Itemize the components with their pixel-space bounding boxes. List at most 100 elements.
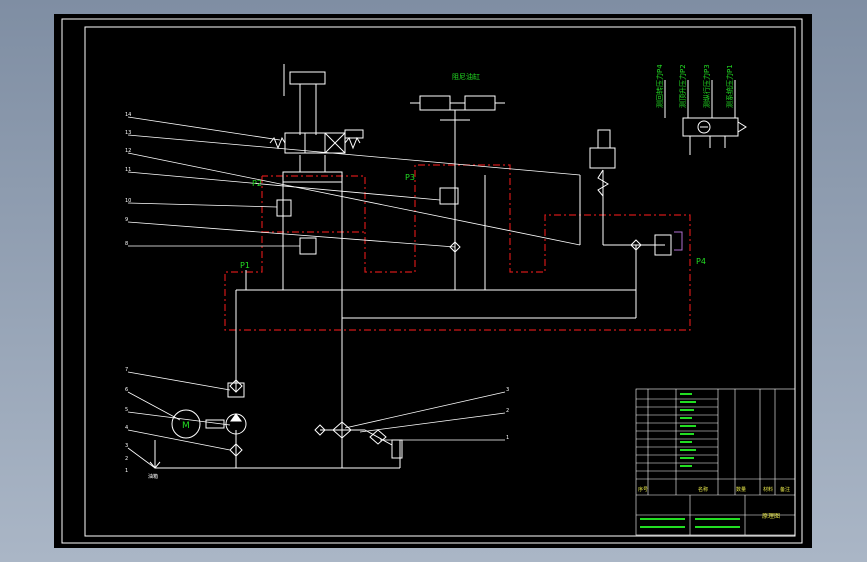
leader-lines-right [344,391,506,441]
dv-spring-left [269,136,286,150]
gauge-label-2: 测顶升压力P2 [678,64,687,108]
control-block-boundary [224,164,691,331]
callout-numbers: 14 13 12 11 10 9 8 7 6 5 4 3 2 1 3 2 1 油… [125,112,509,480]
tb-drawing-name: 原理图 [762,513,780,520]
cv-2 [630,239,642,251]
tb-mark [640,526,685,528]
tb-header-mat: 材料 [763,486,773,493]
tb-mark [640,518,685,520]
tb-header-name: 名称 [698,486,708,493]
leader-lines-left [127,116,581,469]
callout-2: 13 [125,130,131,136]
callout-6: 9 [125,217,128,223]
inner-border [84,26,796,537]
callout-5: 10 [125,198,131,204]
rv-4 [654,234,672,256]
callout-7: 8 [125,241,128,247]
label-p3: P3 [405,173,415,182]
title-block-text: 序号 名称 数量 材料 备注 原理图 [638,486,790,520]
callout-13: 2 [125,456,128,462]
label-p1: P1 [240,261,250,270]
filter-icon [229,443,243,457]
coupling [205,419,225,429]
motor-icon [171,409,201,439]
leader-2 [127,134,581,176]
leader-11 [127,429,231,451]
solenoid-valve-icon [589,129,616,197]
return-filter [332,421,352,439]
bom-mark [680,433,694,435]
callout-3: 12 [125,148,131,154]
bom-mark [680,465,692,467]
leader-4 [127,171,441,201]
leader-r1 [344,391,506,429]
bom-mark [680,457,694,459]
gauge-arrow [737,121,747,133]
callout-8: 7 [125,367,128,373]
leader-12 [127,447,156,469]
dv-arrow-2 [324,132,346,154]
callout-11: 4 [125,425,128,431]
gauge-label-4: 测系统压力P1 [725,64,734,108]
tb-mark [695,526,740,528]
cylinder-body [289,71,326,85]
check-valve-pump [229,379,243,393]
dv-cell-2 [304,132,326,154]
damper-right [464,95,496,111]
bom-mark [680,425,696,427]
sv-actuator [597,129,611,149]
return-filter-2 [369,429,387,445]
rv-4-pilot [674,231,683,251]
pressure-gauge-icon [664,80,747,155]
bom-mark [680,393,692,395]
tb-header-qty: 数量 [736,486,746,493]
title-block-frame [635,388,796,536]
leader-8 [127,371,231,391]
cylinder-icon [283,64,326,135]
callout-16: 2 [506,408,509,414]
bom-fill-marks [640,393,740,528]
sv-body [589,147,616,169]
leader-6 [127,221,456,248]
return-check [314,424,326,436]
callout-17: 1 [506,435,509,441]
pressure-labels: P1 P2 P3 P4 阻尼油缸 [240,72,706,270]
callout-15: 3 [506,387,509,393]
power-unit [149,379,403,469]
tb-header-seq: 序号 [638,486,648,493]
gauge-labels: 测回转压力P4 测顶升压力P2 测纵行压力P3 测系统压力P1 [655,64,734,108]
callout-14: 1 [125,468,128,474]
label-top-title: 阻尼油缸 [452,72,480,81]
rv-2 [439,187,459,205]
callout-4: 11 [125,167,131,173]
check-valve-icon [449,239,642,253]
callout-1: 14 [125,112,131,118]
rv-3 [299,237,317,255]
damping-cylinders [410,95,505,111]
title-block [635,388,796,536]
outer-border [61,18,803,544]
damper-left [419,95,451,111]
leader-r2 [359,412,506,433]
tb-header-note: 备注 [780,486,790,493]
leader-10 [127,411,231,426]
check-valve-pump-box [227,382,245,398]
leader-3 [127,152,581,246]
callout-10: 5 [125,407,128,413]
cooler [391,439,403,459]
dv-solenoid [344,129,364,139]
bom-mark [680,417,692,419]
callout-9: 6 [125,387,128,393]
bom-mark [680,401,696,403]
directional-valve-icon [269,129,364,154]
sv-spring [597,169,609,197]
relief-valve-icon [276,187,683,256]
rv-1 [276,199,292,217]
line-filter-b [364,429,393,446]
hydraulic-lines [154,109,665,469]
leader-9 [127,391,181,421]
bom-mark [680,441,692,443]
valve-stack-top [282,171,343,183]
